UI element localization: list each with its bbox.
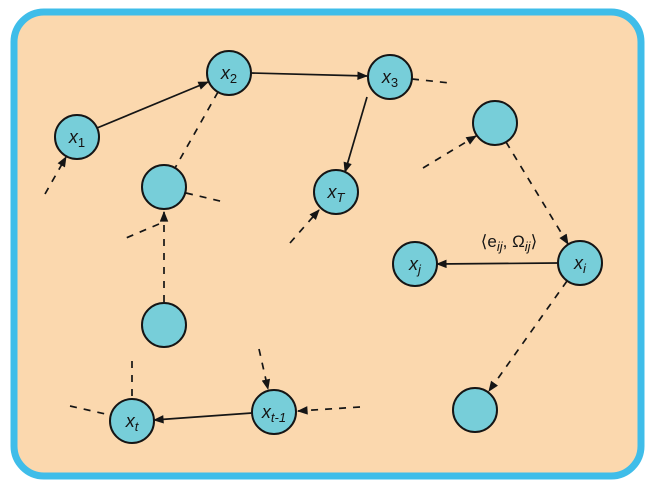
node-unlabeled-mid-left [141,164,187,210]
edge-into-xt1-top [258,348,271,391]
node-xt [109,398,155,444]
edge-xi-bottomright [488,280,568,392]
stub-midleft-right [185,192,225,203]
node-xj [392,241,438,287]
edge-xt1-xt [152,412,253,424]
node-unlabeled-top-right [472,100,518,146]
node-xi [557,240,603,286]
edges-group [44,71,569,424]
edge-x2-midleft [174,91,219,169]
edge-x3-xT [343,96,368,174]
node-label-x1: x1 [68,127,85,150]
node-x2 [206,50,252,96]
edge-measurement-label: ⟨eij, Ωij⟩ [481,232,537,254]
node-unlabeled-bottom-right [452,387,498,433]
node-label-xt-1: xt-1 [261,402,286,425]
node-label-xj: xj [408,254,422,277]
labels-group: x1 x2 x3 xT xt xt-1 xj xi ⟨eij, Ωij⟩ [68,63,587,434]
node-label-xT: xT [327,182,346,205]
node-label-xt: xt [125,411,140,434]
node-xT [313,169,359,215]
edge-x2-x3 [250,71,369,81]
nodes-group [54,50,603,444]
node-x1 [54,114,100,160]
edge-topright-xi [505,141,569,245]
figure-frame-rect [10,8,645,480]
edge-into-xt1-right [296,406,361,415]
edge-xi-xj [435,259,559,269]
edge-into-topright [422,135,477,169]
stub-x3-right [411,78,451,84]
figure-frame [10,8,645,480]
node-label-xi: xi [573,253,587,276]
node-label-x2: x2 [220,63,237,86]
stub-xt-left [69,405,111,416]
node-label-x3: x3 [381,67,398,90]
edge-x1-x2 [96,81,209,129]
node-unlabeled-lower-left [141,302,187,348]
node-xt-1 [251,389,297,435]
node-x3 [367,54,413,100]
stub-midleft-lowerleft [125,223,160,239]
